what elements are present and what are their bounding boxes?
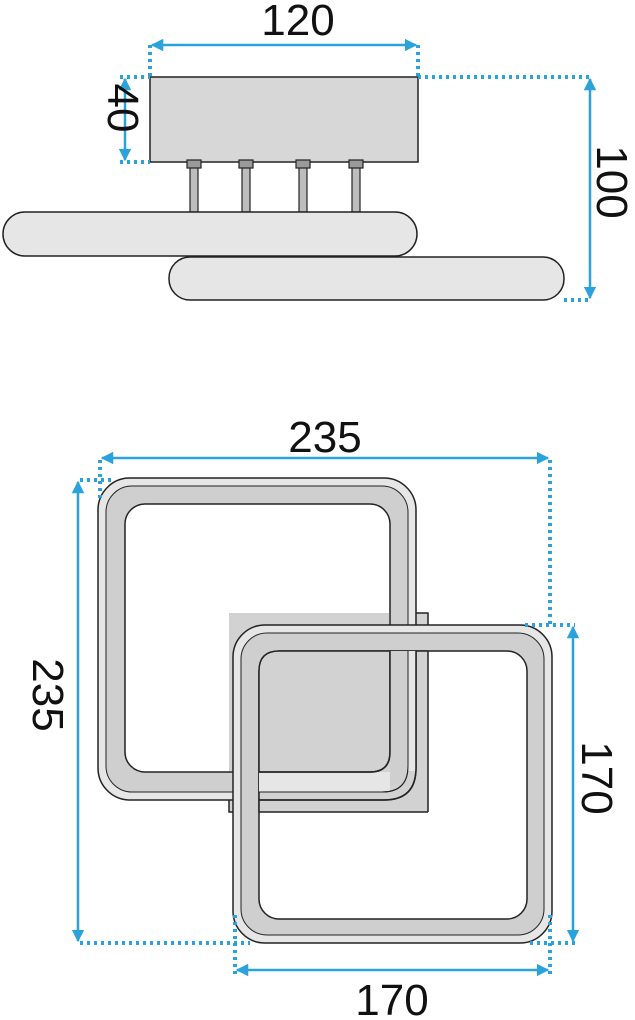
label-inner-height: 170 bbox=[572, 741, 621, 814]
label-inner-width: 170 bbox=[355, 976, 428, 1020]
label-side-base-height: 40 bbox=[98, 84, 147, 133]
top-view: 235 235 170 170 bbox=[23, 413, 621, 1020]
light-bar-upper bbox=[2, 211, 418, 257]
ceiling-base bbox=[149, 76, 419, 163]
label-side-width: 120 bbox=[261, 0, 334, 45]
side-extension-lines bbox=[120, 45, 592, 302]
side-view: 120 40 100 bbox=[2, 0, 635, 302]
label-top-height: 235 bbox=[23, 658, 72, 731]
light-bar-lower bbox=[168, 256, 565, 301]
top-extension-lines bbox=[80, 460, 575, 975]
support-rods bbox=[186, 159, 364, 213]
label-side-total-height: 100 bbox=[587, 145, 635, 218]
label-top-width: 235 bbox=[288, 413, 361, 462]
